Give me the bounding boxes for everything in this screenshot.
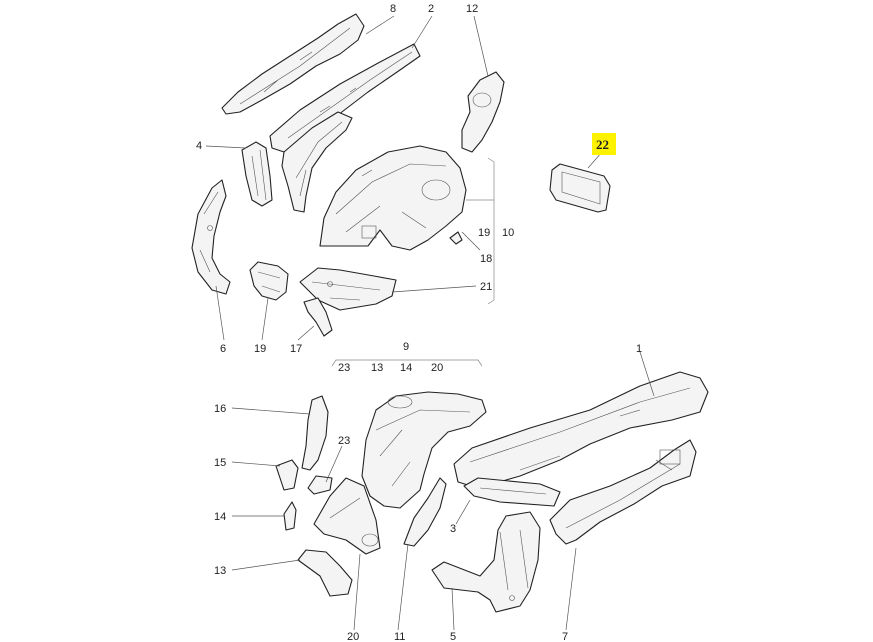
callout-22-highlight <box>592 133 616 155</box>
part-17[interactable] <box>303 297 333 337</box>
callout-20-group[interactable]: 20 <box>431 362 443 374</box>
part-4[interactable] <box>241 141 273 207</box>
callout-21[interactable]: 21 <box>480 281 492 293</box>
part-22[interactable] <box>549 163 611 213</box>
callout-18[interactable]: 18 <box>480 253 492 265</box>
callout-13[interactable]: 13 <box>214 565 226 577</box>
part-rear-wheelhouse[interactable] <box>361 391 487 509</box>
callout-5[interactable]: 5 <box>450 631 456 642</box>
part-inner-reinforcement[interactable] <box>281 111 353 213</box>
callout-6[interactable]: 6 <box>220 343 226 355</box>
part-7[interactable] <box>549 439 697 545</box>
callout-2[interactable]: 2 <box>428 3 434 15</box>
part-20[interactable] <box>313 477 381 555</box>
callout-22[interactable]: 22 <box>596 137 609 152</box>
part-14[interactable] <box>283 501 297 531</box>
part-12[interactable] <box>461 71 505 153</box>
callout-16[interactable]: 16 <box>214 403 226 415</box>
part-21[interactable] <box>299 267 397 311</box>
callout-11[interactable]: 11 <box>394 631 405 642</box>
group-brackets <box>331 157 495 367</box>
callout-14[interactable]: 14 <box>214 511 226 523</box>
callout-23-group[interactable]: 23 <box>338 362 350 374</box>
callout-10[interactable]: 10 <box>502 227 514 239</box>
callout-14-group[interactable]: 14 <box>400 362 412 374</box>
part-wheelhouse[interactable] <box>319 145 467 251</box>
part-19[interactable] <box>249 261 289 301</box>
part-13[interactable] <box>297 549 353 597</box>
callout-20[interactable]: 20 <box>347 631 359 642</box>
callout-17[interactable]: 17 <box>290 343 302 355</box>
part-6[interactable] <box>191 179 231 295</box>
part-11[interactable] <box>403 477 447 547</box>
part-23[interactable] <box>307 475 333 495</box>
part-1[interactable] <box>453 371 709 489</box>
callout-labels: 8 2 12 22 4 19 10 18 21 6 19 17 9 23 13 … <box>196 3 642 642</box>
callout-1[interactable]: 1 <box>636 343 642 355</box>
part-15[interactable] <box>275 459 299 491</box>
part-3[interactable] <box>463 477 561 507</box>
part-18[interactable] <box>449 231 463 245</box>
callout-15[interactable]: 15 <box>214 457 226 469</box>
callout-9[interactable]: 9 <box>403 341 409 353</box>
callout-8[interactable]: 8 <box>390 3 396 15</box>
part-8[interactable] <box>221 13 365 115</box>
callout-7[interactable]: 7 <box>562 631 568 642</box>
callout-12[interactable]: 12 <box>466 3 478 15</box>
callout-19-group[interactable]: 19 <box>478 227 490 239</box>
leader-lines <box>205 15 655 631</box>
callout-23[interactable]: 23 <box>338 435 350 447</box>
part-5[interactable] <box>431 511 541 613</box>
part-16[interactable] <box>301 395 329 471</box>
callout-3[interactable]: 3 <box>450 523 456 535</box>
callout-4[interactable]: 4 <box>196 140 202 152</box>
callout-19[interactable]: 19 <box>254 343 266 355</box>
callout-13-group[interactable]: 13 <box>371 362 383 374</box>
